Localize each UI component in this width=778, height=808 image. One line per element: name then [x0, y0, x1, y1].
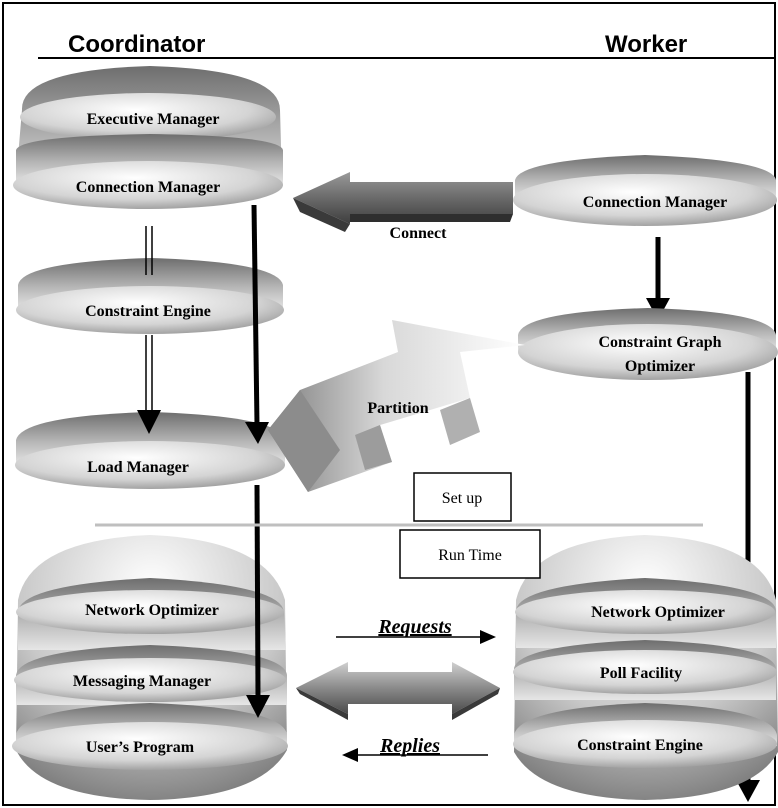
worker-network-optimizer-label: Network Optimizer: [591, 604, 725, 621]
poll-facility-label: Poll Facility: [600, 665, 682, 682]
constraint-graph-optimizer-label-line1: Constraint Graph: [598, 334, 721, 351]
executive-manager-label: Executive Manager: [87, 111, 220, 128]
coordinator-connection-manager-label: Connection Manager: [76, 179, 220, 196]
replies-label: Replies: [379, 735, 440, 757]
exchange-double-arrow: [296, 662, 500, 720]
requests-label: Requests: [377, 616, 452, 638]
worker-constraint-engine-label: Constraint Engine: [577, 737, 703, 754]
setup-label: Set up: [442, 490, 482, 507]
worker-connection-manager-label: Connection Manager: [583, 194, 727, 211]
worker-header: Worker: [605, 31, 687, 58]
load-manager-node: [15, 412, 285, 489]
connect-label: Connect: [390, 225, 448, 242]
worker-connection-manager-node: [513, 155, 777, 226]
coordinator-constraint-engine-label: Constraint Engine: [85, 303, 211, 320]
connect-arrow: [293, 172, 513, 232]
constraint-graph-optimizer-label-line2: Optimizer: [625, 358, 695, 375]
requests-arrow: [336, 630, 496, 644]
users-program-label: User’s Program: [86, 739, 195, 756]
coordinator-constraint-engine-node: [16, 258, 284, 334]
partition-arrow: [268, 320, 525, 492]
load-manager-label: Load Manager: [87, 459, 189, 476]
messaging-manager-label: Messaging Manager: [73, 673, 211, 690]
partition-label: Partition: [367, 400, 428, 417]
coordinator-executive-stack: [13, 66, 283, 209]
coordinator-network-optimizer-label: Network Optimizer: [85, 602, 219, 619]
connection-to-constraint-double-arrow: [145, 226, 153, 275]
constraint-graph-optimizer-node: [518, 308, 778, 380]
constraint-to-load-double-arrow: [137, 335, 161, 434]
setup-box: [413, 472, 512, 522]
runtime-label: Run Time: [438, 547, 502, 564]
worker-runtime-sphere: [513, 535, 778, 800]
coordinator-header: Coordinator: [68, 31, 205, 58]
replies-arrow: [342, 748, 488, 762]
coordinator-flow-arrow: [245, 204, 270, 718]
worker-connect-to-optimizer-arrow: [646, 237, 670, 320]
runtime-box: [399, 529, 541, 579]
coordinator-runtime-sphere: [12, 535, 288, 800]
